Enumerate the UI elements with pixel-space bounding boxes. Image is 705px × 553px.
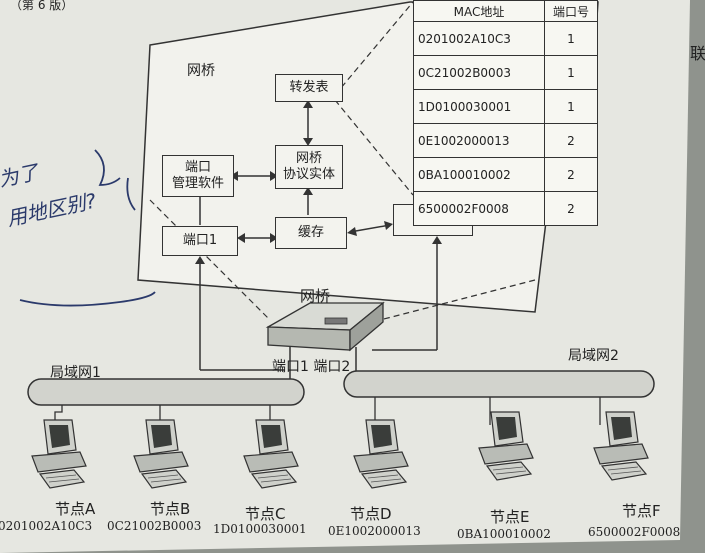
book-edition-label: （第 6 版） xyxy=(10,0,74,12)
port-management-box: 端口 管理软件 xyxy=(162,155,234,197)
protocol-entity-box: 网桥 协议实体 xyxy=(275,145,343,189)
node-mac-address: 0C21002B0003 xyxy=(107,519,202,533)
node-name: 节点B xyxy=(150,500,191,518)
node-mac-address: 0E1002000013 xyxy=(328,524,421,538)
buffer-box: 缓存 xyxy=(275,217,347,249)
mac-cell: 0201002A10C3 xyxy=(413,21,545,56)
bridge-port-labels: 端口1 端口2 xyxy=(272,359,351,375)
lan2-cable xyxy=(343,370,655,398)
port-cell: 1 xyxy=(544,21,598,56)
node-name: 节点D xyxy=(350,505,392,523)
mac-cell: 0C21002B0003 xyxy=(413,55,545,90)
mac-cell: 1D0100030001 xyxy=(413,89,545,124)
node-name: 节点E xyxy=(490,508,530,526)
node-mac-address: 1D0100030001 xyxy=(213,522,307,536)
port-cell: 1 xyxy=(544,55,598,90)
port1-box: 端口1 xyxy=(162,226,238,256)
lan1-label: 局域网1 xyxy=(50,365,101,381)
port-cell: 2 xyxy=(544,123,598,158)
mac-cell: 0BA100010002 xyxy=(413,157,545,192)
node-name: 节点A xyxy=(55,500,96,518)
mac-cell: 0E1002000013 xyxy=(413,123,545,158)
lan1-cable xyxy=(27,378,305,406)
inset-title: 网桥 xyxy=(187,63,215,79)
node-name: 节点C xyxy=(245,505,286,523)
bridge-label: 网桥 xyxy=(300,287,331,305)
side-char: 联 xyxy=(690,44,705,63)
node-mac-address: 6500002F0008 xyxy=(588,525,681,539)
port-cell: 1 xyxy=(544,89,598,124)
node-mac-address: 0BA100010002 xyxy=(457,527,551,541)
handwriting-annotation xyxy=(19,149,156,307)
node-name: 节点F xyxy=(622,502,661,520)
port-cell: 2 xyxy=(544,157,598,192)
mac-header: MAC地址 xyxy=(413,0,545,22)
port-header: 端口号 xyxy=(544,0,598,22)
lan2-label: 局域网2 xyxy=(568,348,619,364)
node-mac-address: 0201002A10C3 xyxy=(0,519,93,533)
mac-cell: 6500002F0008 xyxy=(413,191,545,226)
port-cell: 2 xyxy=(544,191,598,226)
forward-table-box: 转发表 xyxy=(275,74,343,102)
